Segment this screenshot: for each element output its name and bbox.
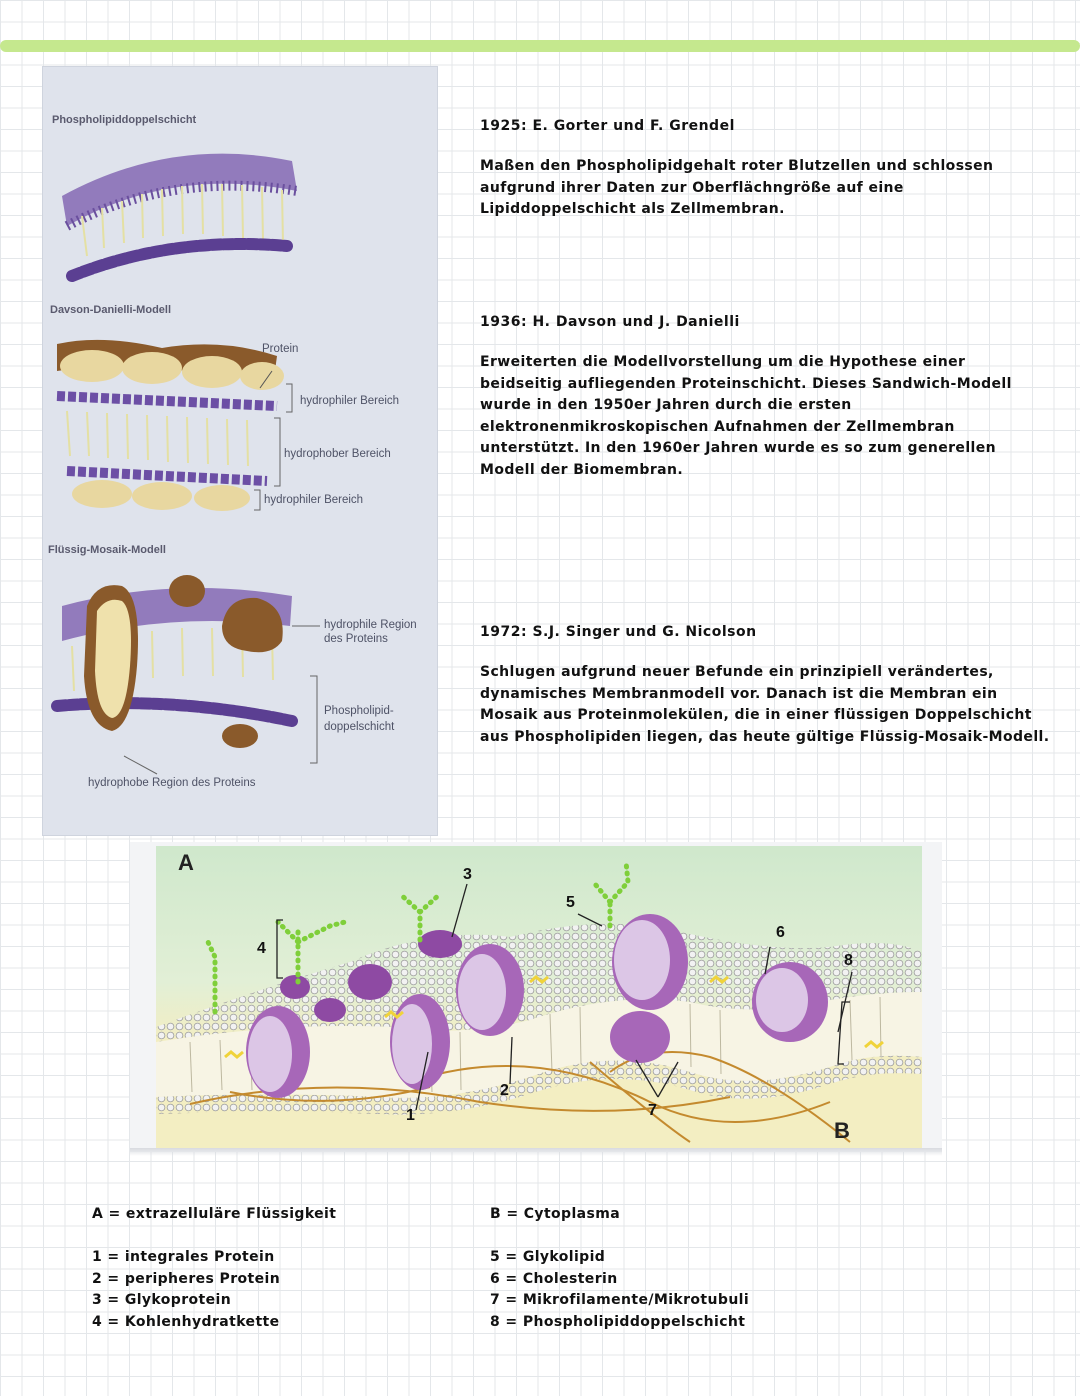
marker-2: 2: [500, 1082, 509, 1099]
legend-item-b: B = Cytoplasma: [490, 1206, 621, 1222]
protein-shapes: [246, 914, 828, 1098]
fluid-mosaic-detail-figure: A B 1 2 3 4 5 6 7 8: [130, 842, 942, 1156]
fluid-mosaic-detail-illustration: [156, 846, 922, 1148]
membrane-models-illustration: [51, 153, 320, 775]
legend-left: A = extrazelluläre Flüssigkeit 1 = integ…: [92, 1204, 472, 1333]
legend-item-2: 2 = peripheres Protein: [92, 1270, 281, 1287]
history-entry-1972: 1972: S.J. Singer und G. Nicolson Schlug…: [480, 624, 1050, 748]
membrane-models-figure: Phospholipiddoppelschicht Davson-Daniell…: [42, 66, 438, 836]
marker-1: 1: [406, 1107, 415, 1124]
legend-item-1: 1 = integrales Protein: [92, 1249, 275, 1265]
history-text: Maßen den Phospholipidgehalt roter Blutz…: [480, 158, 994, 217]
history-entry-1936: 1936: H. Davson und J. Danielli Erweiter…: [480, 314, 1050, 481]
history-title: 1925: E. Gorter und F. Grendel: [480, 118, 735, 134]
label-phospholipid-2: doppelschicht: [324, 721, 395, 733]
legend-spacer: [490, 1226, 870, 1248]
label-hydrophober-bereich: hydrophober Bereich: [284, 448, 391, 460]
legend-item-a: A = extrazelluläre Flüssigkeit: [92, 1206, 337, 1222]
label-a: A: [178, 850, 194, 875]
legend-item-6: 6 = Cholesterin: [490, 1270, 618, 1287]
davson-danielli-drawing: [56, 339, 293, 511]
legend-spacer: [92, 1226, 472, 1248]
label-hydrophobe-region: hydrophobe Region des Proteins: [88, 777, 256, 789]
marker-6: 6: [776, 924, 785, 941]
history-title: 1936: H. Davson und J. Danielli: [480, 314, 740, 330]
label-b: B: [834, 1118, 850, 1143]
label-hydrophile-region-2: des Proteins: [324, 633, 388, 645]
marker-5: 5: [566, 894, 575, 911]
history-title: 1972: S.J. Singer und G. Nicolson: [480, 624, 757, 640]
label-hydrophiler-bereich-unten: hydrophiler Bereich: [264, 494, 364, 506]
legend-item-4: 4 = Kohlenhydratkette: [92, 1313, 280, 1330]
figure-shadow: [130, 1148, 942, 1156]
history-text: Schlugen aufgrund neuer Befunde ein prin…: [480, 664, 1050, 745]
heading-davson-danielli: Davson-Danielli-Modell: [50, 304, 172, 316]
label-hydrophile-region-1: hydrophile Region: [324, 619, 417, 631]
history-text: Erweiterten die Modellvorstellung um die…: [480, 354, 1012, 478]
history-entry-1925: 1925: E. Gorter und F. Grendel Maßen den…: [480, 118, 1050, 221]
legend-right: B = Cytoplasma 5 = Glykolipid 6 = Choles…: [490, 1204, 870, 1333]
phospholipid-bilayer-drawing: [62, 153, 298, 282]
marker-4: 4: [257, 940, 266, 957]
legend-item-5: 5 = Glykolipid: [490, 1249, 606, 1265]
legend-item-8: 8 = Phospholipiddoppelschicht: [490, 1313, 746, 1330]
legend-item-3: 3 = Glykoprotein: [92, 1292, 232, 1308]
fluid-mosaic-drawing: [51, 575, 320, 775]
heading-fluessig-mosaik: Flüssig-Mosaik-Modell: [48, 544, 166, 556]
label-hydrophiler-bereich-oben: hydrophiler Bereich: [300, 395, 400, 407]
heading-phospholipiddoppelschicht: Phospholipiddoppelschicht: [52, 114, 197, 126]
marker-3: 3: [463, 866, 472, 883]
legend-item-7: 7 = Mikrofilamente/Mikrotubuli: [490, 1292, 750, 1308]
marker-8: 8: [844, 952, 853, 969]
marker-7: 7: [648, 1102, 657, 1119]
label-protein: Protein: [262, 343, 299, 355]
label-phospholipid-1: Phospholipid-: [324, 705, 394, 717]
top-accent-bar: [0, 40, 1080, 52]
